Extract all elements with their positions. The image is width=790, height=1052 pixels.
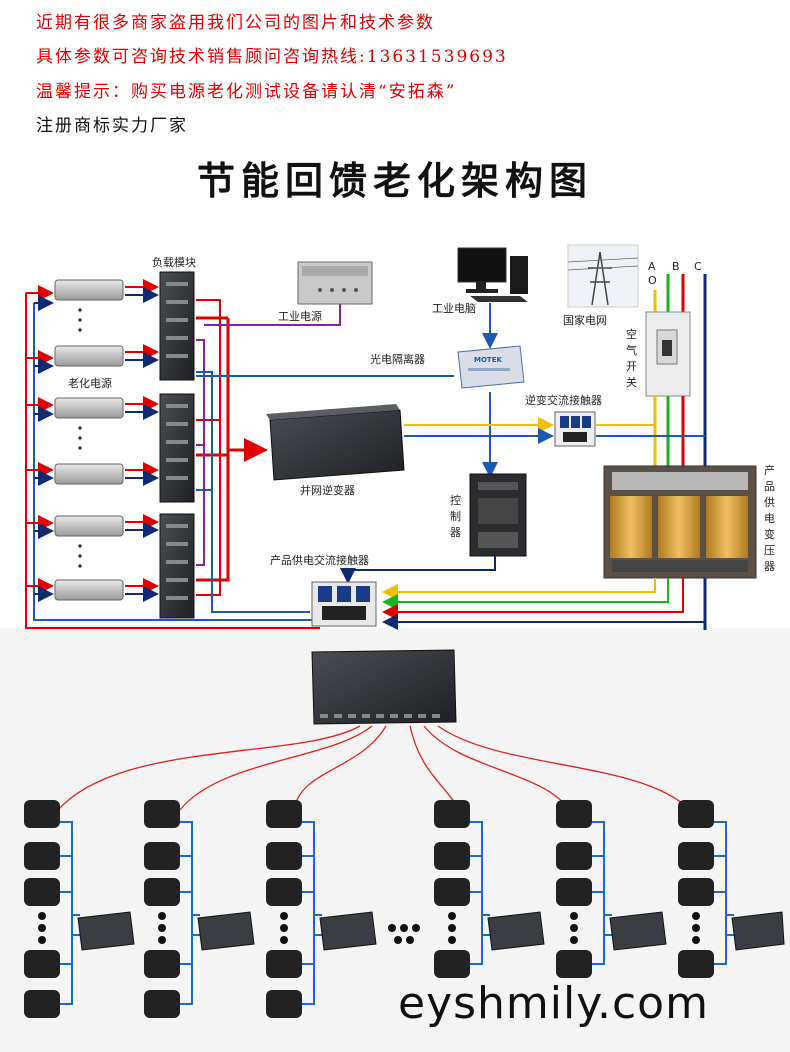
label-product-contactor: 产品供电交流接触器 bbox=[270, 553, 369, 567]
psu-unit bbox=[54, 515, 124, 537]
psu-unit bbox=[54, 397, 124, 419]
psu-unit bbox=[54, 279, 124, 301]
psu-unit bbox=[54, 579, 124, 601]
opto-isolator: MOTEK bbox=[457, 345, 525, 389]
label-load-module: 负载模块 bbox=[152, 255, 196, 269]
label-transformer-2: 品 bbox=[764, 480, 775, 493]
adapter-group bbox=[556, 800, 667, 978]
label-aging-psu: 老化电源 bbox=[68, 376, 112, 390]
label-grid-inverter: 并网逆变器 bbox=[300, 483, 355, 497]
controller bbox=[469, 473, 527, 557]
aging-psu-column bbox=[25, 279, 320, 629]
notice-line-4: 注册商标实力厂家 bbox=[36, 116, 188, 136]
product-transformer bbox=[603, 465, 757, 579]
adapter-group bbox=[678, 800, 785, 978]
adapter-group bbox=[24, 800, 135, 1018]
adapter-group bbox=[434, 800, 545, 978]
adapter-group bbox=[266, 800, 377, 1018]
psu-unit bbox=[54, 463, 124, 485]
central-load-box bbox=[311, 649, 457, 725]
label-transformer-4: 电 bbox=[764, 512, 775, 525]
ellipsis-dots bbox=[388, 924, 420, 944]
label-controller-2: 制 bbox=[450, 510, 461, 523]
label-transformer-6: 压 bbox=[764, 544, 775, 557]
inverter-contactor bbox=[554, 411, 596, 447]
label-grid: 国家电网 bbox=[563, 313, 607, 327]
load-modules bbox=[159, 271, 195, 619]
label-controller-3: 器 bbox=[450, 526, 461, 539]
label-air-switch-1: 空 bbox=[626, 327, 637, 341]
ellipsis-dots bbox=[78, 308, 82, 568]
label-transformer-1: 产 bbox=[764, 463, 775, 477]
notice-line-1: 近期有很多商家盗用我们公司的图片和技术参数 bbox=[36, 13, 435, 33]
air-switch bbox=[645, 311, 691, 397]
label-industrial-pc: 工业电脑 bbox=[432, 302, 476, 315]
label-industrial-psu: 工业电源 bbox=[278, 309, 322, 323]
label-air-switch-4: 关 bbox=[626, 375, 637, 389]
grid-pylon bbox=[567, 244, 639, 308]
grid-inverter bbox=[266, 404, 405, 481]
watermark: eyshmily.com bbox=[398, 978, 709, 1029]
product-contactor bbox=[311, 581, 377, 627]
industrial-psu bbox=[297, 261, 373, 305]
phase-a-label: A bbox=[648, 260, 656, 273]
diagram-title: 节能回馈老化架构图 bbox=[196, 159, 593, 203]
opto-brand: MOTEK bbox=[474, 356, 502, 364]
adapter-group bbox=[144, 800, 255, 1018]
label-air-switch-3: 开 bbox=[626, 360, 637, 373]
label-controller-1: 控 bbox=[450, 493, 461, 507]
label-inverter-contactor: 逆变交流接触器 bbox=[525, 393, 602, 407]
label-transformer-3: 供 bbox=[764, 495, 775, 509]
notice-line-3: 温馨提示：购买电源老化测试设备请认清“安拓森” bbox=[36, 82, 457, 102]
label-air-switch-2: 气 bbox=[626, 343, 637, 357]
phase-c-label: C bbox=[694, 260, 702, 273]
label-transformer-5: 变 bbox=[764, 527, 775, 541]
label-transformer-7: 器 bbox=[764, 560, 775, 573]
label-opto-isolator: 光电隔离器 bbox=[370, 352, 425, 366]
phase-b-label: B bbox=[672, 260, 680, 273]
industrial-pc bbox=[457, 247, 528, 302]
phase-o-label: O bbox=[648, 274, 657, 287]
notice-line-2: 具体参数可咨询技术销售顾问咨询热线:13631539693 bbox=[36, 47, 508, 67]
psu-unit bbox=[54, 345, 124, 367]
